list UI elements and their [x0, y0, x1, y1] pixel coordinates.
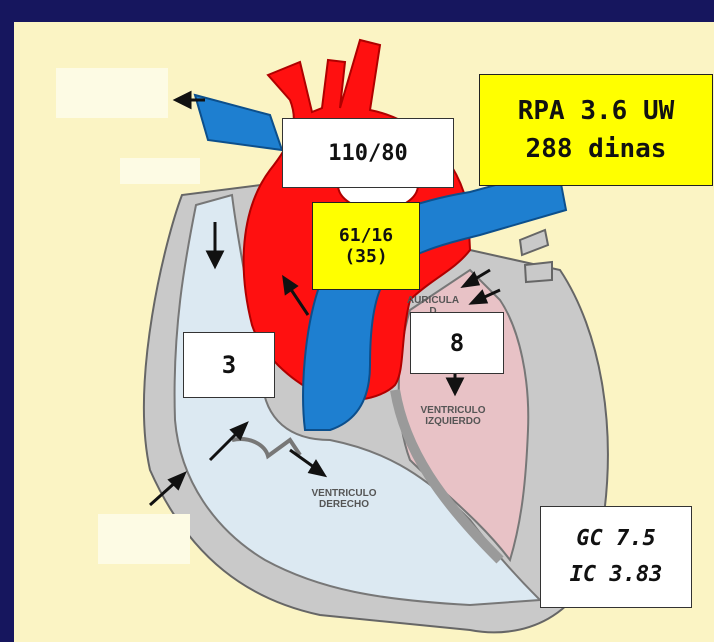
label-ventriculo-derecho: VENTRICULO DERECHO — [296, 488, 392, 510]
pulmonary-pressure-box: 61/16 (35) — [312, 202, 420, 290]
rpa-box: RPA 3.6 UW 288 dinas — [479, 74, 713, 186]
pulmonary-veins — [520, 230, 552, 282]
blank-label-top-left — [56, 68, 168, 118]
aortic-pressure-box: 110/80 — [282, 118, 454, 188]
left-atrial-pressure-box: 8 — [410, 312, 504, 374]
superior-vena-cava — [195, 95, 282, 150]
right-atrial-pressure-box: 3 — [183, 332, 275, 398]
blank-label-mid-left — [120, 158, 200, 184]
cardiac-output-box: GC 7.5 IC 3.83 — [540, 506, 692, 608]
label-ventriculo-izquierdo: VENTRICULO IZQUIERDO — [398, 405, 508, 427]
arrow-svc-out-head — [176, 93, 190, 107]
blank-label-bottom-left — [98, 514, 190, 564]
